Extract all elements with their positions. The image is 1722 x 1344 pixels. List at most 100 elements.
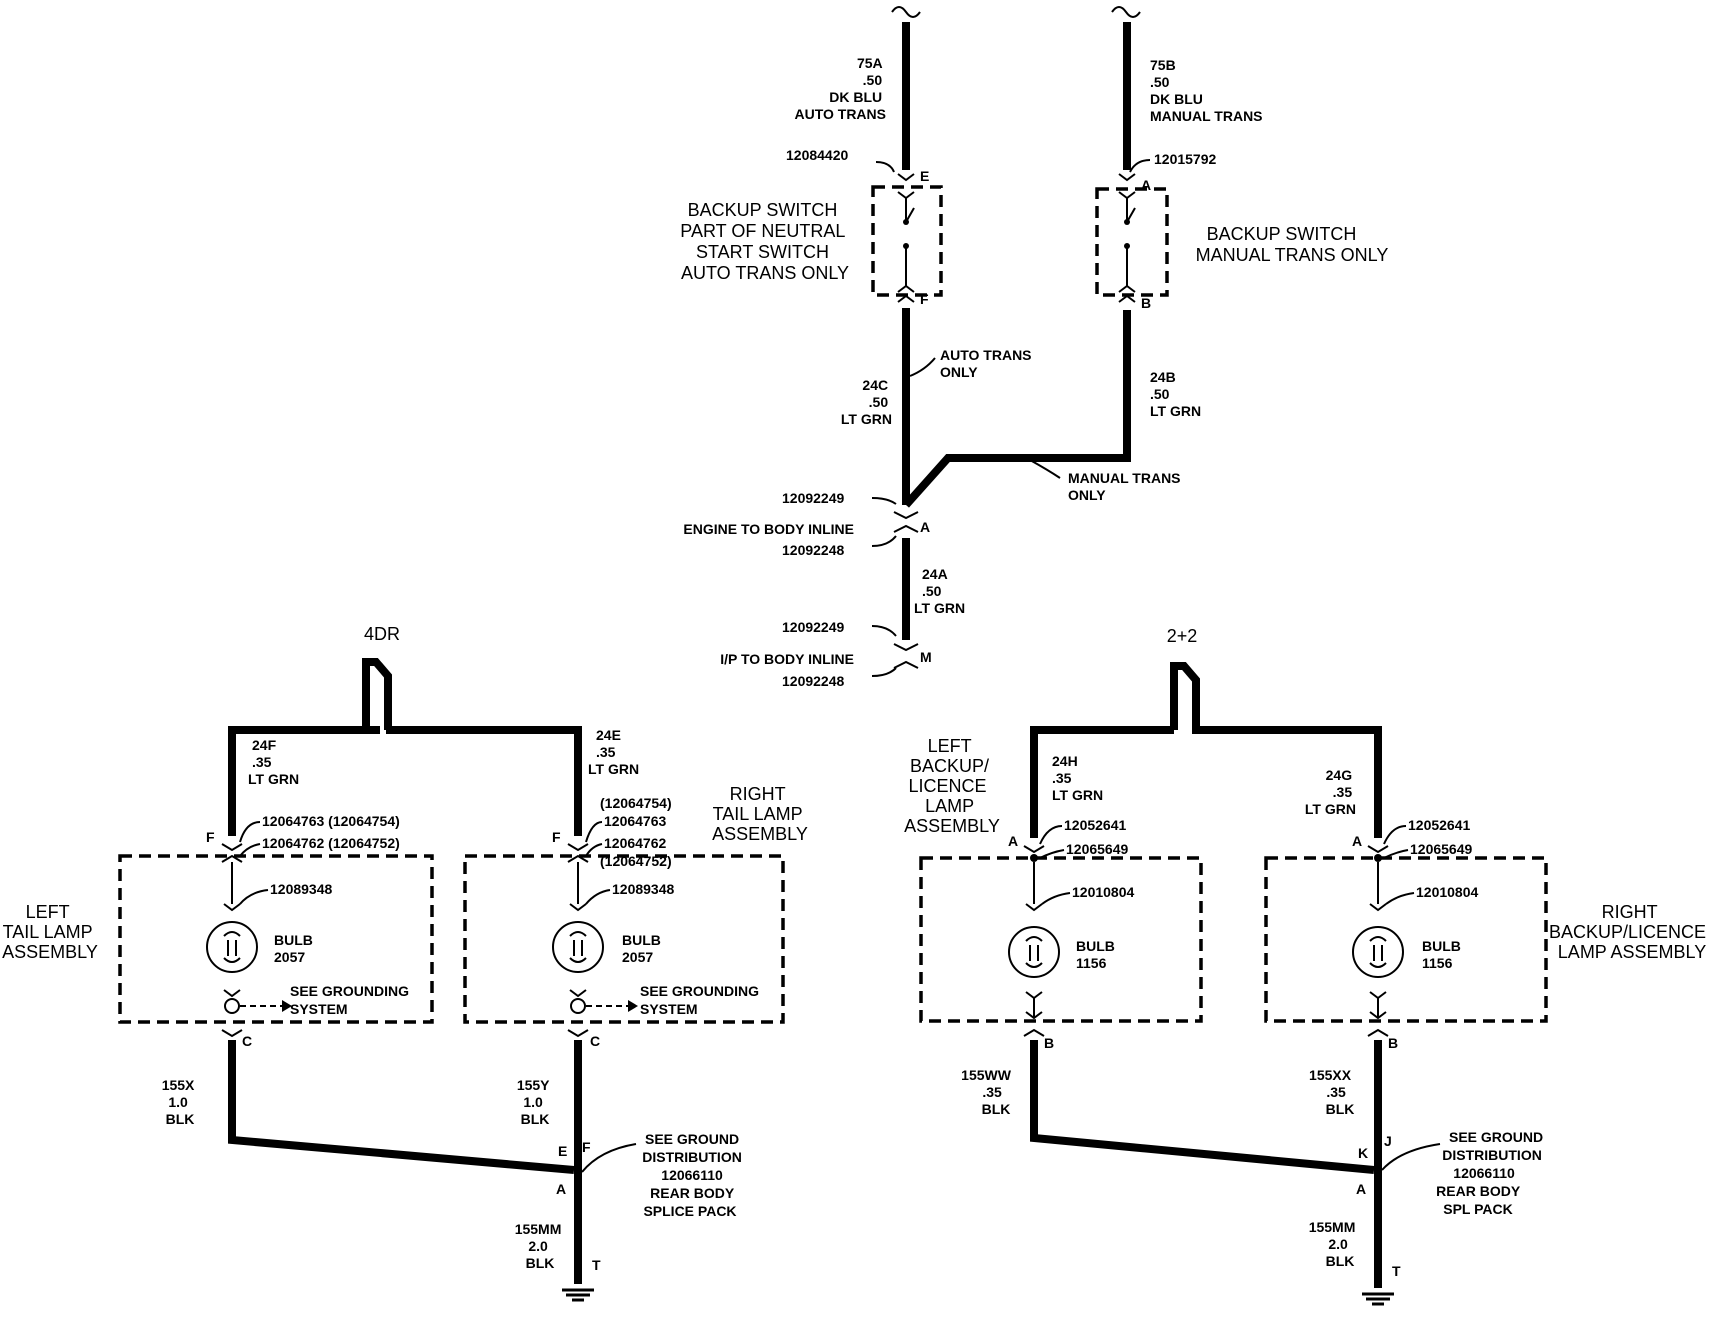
left-backup-lamp-box xyxy=(919,856,1203,1023)
leader-line xyxy=(1381,1143,1441,1171)
label-wire-155ww: 155WW .35 BLK xyxy=(961,1067,1015,1117)
connector-mark xyxy=(221,1029,243,1038)
leader-line xyxy=(871,625,897,637)
connector-mark xyxy=(223,903,241,912)
leader-line xyxy=(875,161,895,173)
connector-mark xyxy=(567,843,589,852)
label-connector: 12092248 xyxy=(782,673,845,689)
label-pin: T xyxy=(1392,1263,1401,1279)
label-connector: 12089348 xyxy=(612,881,675,897)
label-pin: F xyxy=(920,291,929,307)
label-pin: J xyxy=(1384,1133,1392,1149)
label-wire-155x: 155X 1.0 BLK xyxy=(162,1077,199,1127)
terminal-dot-icon xyxy=(1030,854,1038,862)
connector-mark xyxy=(569,903,587,912)
label-pin: A xyxy=(1008,833,1018,849)
wire-155ww xyxy=(1030,1040,1375,1174)
label-connector: 12064763 xyxy=(604,813,667,829)
auto-switch-box xyxy=(871,185,943,297)
leader-line xyxy=(585,889,611,905)
label-connector: (12064752) xyxy=(600,853,672,869)
label-wire-24b: 24B .50 LT GRN xyxy=(1150,369,1201,419)
wire-155x xyxy=(228,1040,575,1174)
leader-line xyxy=(1385,892,1415,905)
section-2plus2: 2+2 xyxy=(904,626,1711,1306)
connector-mark xyxy=(1023,1028,1045,1037)
connector-mark xyxy=(1369,991,1387,1000)
leader-line xyxy=(239,889,269,905)
leader-line xyxy=(871,497,897,505)
manual-switch-box xyxy=(1095,187,1169,297)
label-wire-75a: 75A .50 DK BLU AUTO TRANS xyxy=(794,55,886,122)
label-connector: 12010804 xyxy=(1416,884,1479,900)
connector-mark xyxy=(223,989,241,998)
connector-mark xyxy=(893,643,919,652)
label-pin: A xyxy=(1356,1181,1366,1197)
label-bulb: BULB 2057 xyxy=(622,932,665,965)
connector-mark xyxy=(1369,1011,1387,1020)
ground-terminal-icon xyxy=(570,998,586,1014)
label-pin: M xyxy=(920,649,932,665)
wire-break-symbol xyxy=(891,6,921,18)
label-connector: 12052641 xyxy=(1064,817,1127,833)
label-connector: 12015792 xyxy=(1154,151,1217,167)
switch-contact-icon xyxy=(897,191,915,293)
label-wire-155mm: 155MM 2.0 BLK xyxy=(1309,1219,1360,1269)
connector-mark xyxy=(1025,903,1043,912)
bulb-icon xyxy=(206,921,258,973)
label-manual-trans-only: MANUAL TRANS ONLY xyxy=(1068,470,1184,503)
connector-mark xyxy=(1025,991,1043,1000)
label-wire-75b: 75B .50 DK BLU MANUAL TRANS xyxy=(1150,57,1263,124)
connector-mark xyxy=(567,854,589,863)
label-pin: A xyxy=(920,519,930,535)
connector-mark xyxy=(897,173,915,182)
leader-line xyxy=(239,843,261,857)
arrow-head-icon xyxy=(628,1000,638,1012)
leader-line xyxy=(1129,159,1151,173)
label-left-tail-lamp: LEFT TAIL LAMP ASSEMBLY xyxy=(2,902,98,962)
label-pin: K xyxy=(1358,1145,1368,1161)
connector-mark xyxy=(567,1029,589,1038)
label-wire-24e: 24E .35 LT GRN xyxy=(588,727,639,777)
wire-break-symbol xyxy=(1111,6,1141,18)
ground-terminal-icon xyxy=(224,998,240,1014)
arrow-head-icon xyxy=(282,1000,292,1012)
label-pin: B xyxy=(1388,1035,1398,1051)
label-splice-pack: SEE GROUND DISTRIBUTION 12066110 REAR BO… xyxy=(642,1131,745,1219)
wire-feed-4dr xyxy=(362,658,392,730)
label-connector: 12065649 xyxy=(1410,841,1473,857)
leader-line xyxy=(1029,459,1061,479)
connector-mark xyxy=(893,524,919,533)
label-pin: T xyxy=(592,1257,601,1273)
wire-24e xyxy=(386,726,582,836)
label-wire-155xx: 155XX .35 BLK xyxy=(1309,1067,1355,1117)
label-bulb: BULB 1156 xyxy=(1076,938,1119,971)
bulb-icon xyxy=(552,921,604,973)
label-connector: 12092248 xyxy=(782,542,845,558)
ground-symbol-icon xyxy=(1362,1292,1394,1306)
label-pin: C xyxy=(242,1033,252,1049)
label-connector: 12089348 xyxy=(270,881,333,897)
wire-24b xyxy=(903,310,1131,508)
wire-24f xyxy=(228,726,380,836)
label-connector: 12064762 (12064752) xyxy=(262,835,400,851)
connector-mark xyxy=(221,854,243,863)
section-4dr: 4DR xyxy=(2,624,808,1302)
connector-mark xyxy=(1367,1028,1389,1037)
label-pin: E xyxy=(558,1143,567,1159)
switch-contact-icon xyxy=(1118,191,1136,293)
leader-line xyxy=(585,843,603,857)
connector-mark xyxy=(897,294,915,303)
left-tail-lamp-box xyxy=(118,854,434,1024)
label-pin: A xyxy=(1141,177,1151,193)
leader-line xyxy=(585,821,603,843)
label-connector: 12010804 xyxy=(1072,884,1135,900)
label-wire-24g: 24G .35 LT GRN xyxy=(1305,767,1356,817)
heading-4dr: 4DR xyxy=(364,624,400,644)
wire-24h xyxy=(1030,726,1174,838)
right-tail-lamp-box xyxy=(463,854,785,1024)
label-right-backup-lamp: RIGHT BACKUP/LICENCE LAMP ASSEMBLY xyxy=(1549,902,1711,962)
right-backup-lamp-box xyxy=(1264,856,1548,1023)
leader-line xyxy=(1039,825,1063,845)
